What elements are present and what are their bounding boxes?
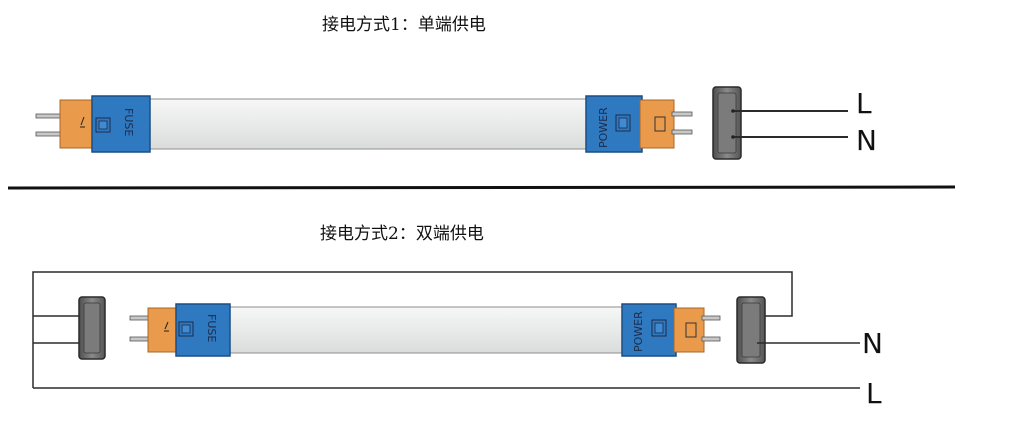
- single-end-diagram: FUSE POWER L N: [35, 86, 877, 160]
- contact-pin-icon: [701, 315, 721, 342]
- tube-body: [229, 306, 623, 354]
- power-label: POWER: [632, 311, 645, 352]
- double-end-diagram: FUSE POWER N L: [32, 271, 883, 410]
- switch-icon: [615, 114, 631, 132]
- power-label: POWER: [597, 107, 610, 148]
- double-end-caption: 接电方式2：双端供电: [320, 224, 484, 244]
- section-divider: [7, 185, 956, 190]
- switch-icon: [95, 117, 111, 133]
- switch-icon: [178, 321, 194, 337]
- switch-icon: [651, 319, 667, 337]
- wire-loop: [32, 271, 793, 388]
- live-label: L: [866, 377, 882, 410]
- pin-base-right: [673, 307, 705, 353]
- contact-pin-icon: [671, 111, 693, 135]
- neutral-label: N: [856, 124, 877, 157]
- live-label: L: [856, 87, 872, 120]
- pin-base-left: [147, 307, 179, 353]
- end-cap-right: [585, 95, 643, 153]
- fuse-label: FUSE: [205, 314, 218, 342]
- fuse-label: FUSE: [122, 108, 135, 136]
- end-cap-right: [621, 303, 677, 357]
- pin-base-left: [59, 99, 95, 149]
- neutral-label: N: [862, 327, 883, 360]
- tube-body: [149, 98, 587, 150]
- single-end-caption: 接电方式1：单端供电: [322, 15, 486, 35]
- pin-base-right: [639, 99, 675, 149]
